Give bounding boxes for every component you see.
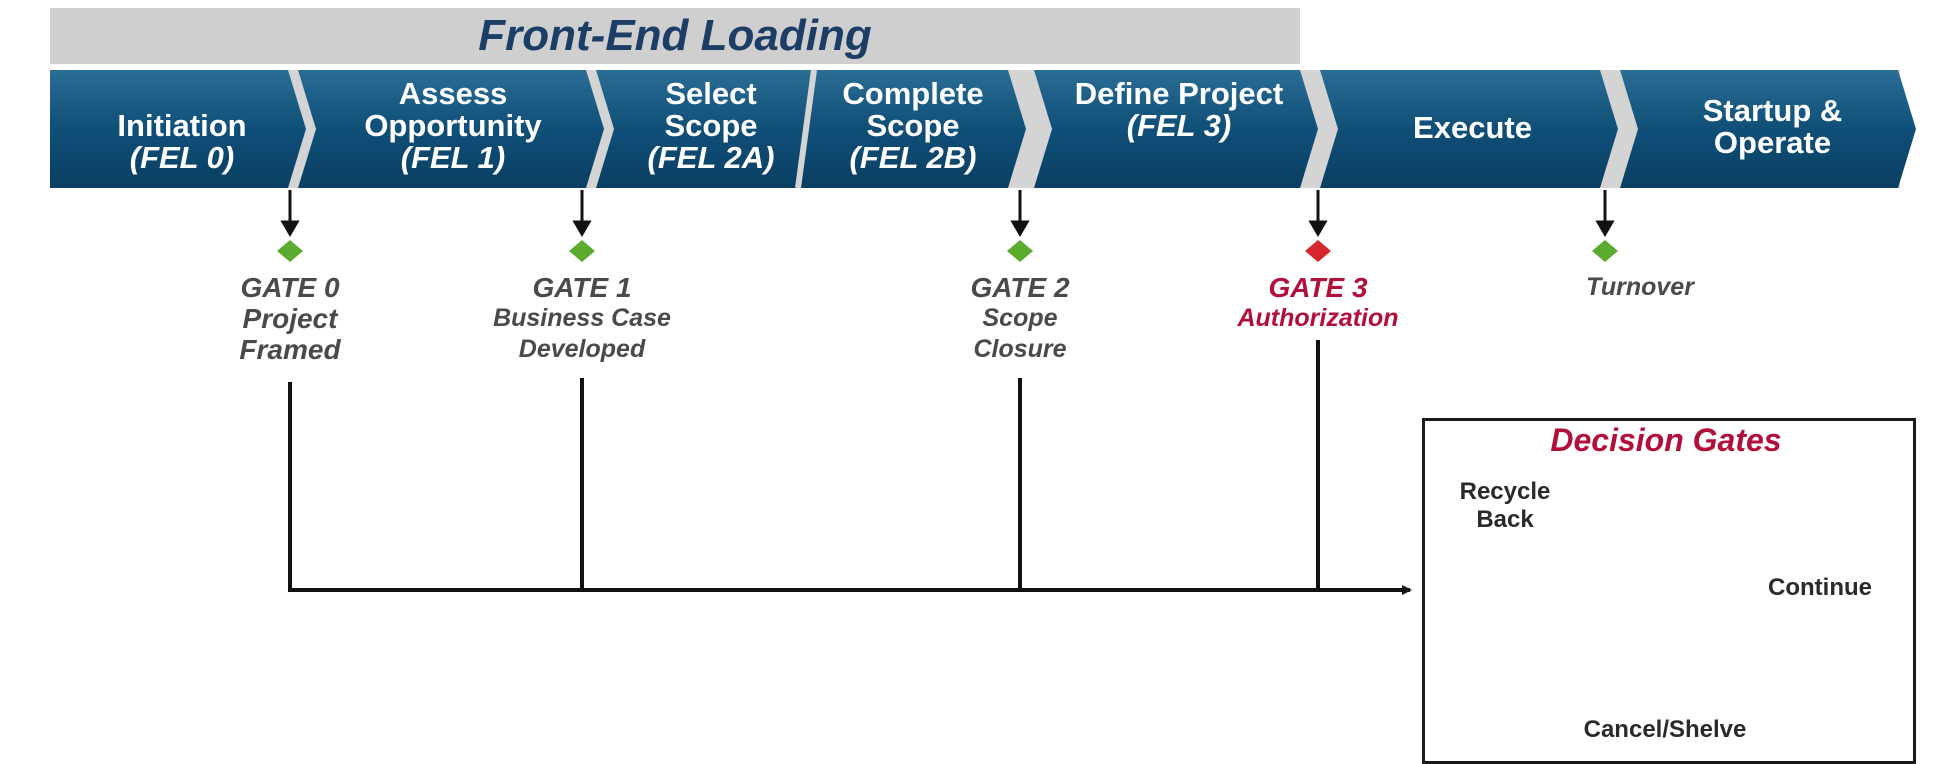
gate-0-label: GATE 0 Project Framed bbox=[215, 272, 365, 365]
cancel-shelve-label: Cancel/Shelve bbox=[1583, 716, 1747, 743]
turnover-title: Turnover bbox=[1586, 273, 1694, 301]
stage-execute: Execute bbox=[1340, 112, 1605, 144]
gate-0-diamond bbox=[277, 240, 303, 262]
stage-define: Define Project (FEL 3) bbox=[1054, 78, 1304, 142]
stage-select-chevron bbox=[596, 70, 820, 188]
gate-3-diamond bbox=[1305, 240, 1331, 262]
fel-diagram: Front-End Loading Initiation (FEL 0) Ass… bbox=[50, 8, 1916, 764]
stage-initiation-chevron bbox=[50, 70, 306, 188]
decision-gates-title: Decision Gates bbox=[1550, 422, 1782, 458]
turnover-diamond bbox=[1592, 240, 1618, 262]
gate-1-label: GATE 1 Business Case Developed bbox=[452, 272, 712, 365]
stage-startup-chevron bbox=[1620, 70, 1916, 188]
continue-label: Continue bbox=[1768, 574, 1872, 601]
front-end-loading-header: Front-End Loading bbox=[50, 8, 1300, 64]
gate-3-label: GATE 3 Authorization bbox=[1237, 272, 1398, 334]
stage-execute-chevron bbox=[1320, 70, 1618, 188]
stage-assess-sub: (FEL 1) bbox=[400, 140, 506, 175]
stage-complete-name: Complete Scope bbox=[842, 76, 984, 143]
stage-complete: Complete Scope (FEL 2B) bbox=[818, 78, 1008, 174]
gate-0-desc: Project Framed bbox=[239, 303, 341, 365]
stage-select: Select Scope (FEL 2A) bbox=[616, 78, 806, 174]
stage-initiation-name: Initiation bbox=[117, 108, 247, 143]
diagram-canvas bbox=[50, 69, 1916, 714]
gate-arrows bbox=[280, 190, 1615, 237]
gate-3-title: GATE 3 bbox=[1268, 272, 1368, 303]
gate-2-title: GATE 2 bbox=[970, 272, 1070, 303]
stage-startup: Startup & Operate bbox=[1640, 95, 1905, 159]
stage-complete-sub: (FEL 2B) bbox=[849, 140, 977, 175]
gate-connectors bbox=[288, 340, 1320, 590]
stage-assess-chevron bbox=[298, 70, 604, 188]
gate-2-desc: Scope Closure bbox=[973, 304, 1067, 363]
gate-1-title: GATE 1 bbox=[532, 272, 632, 303]
gate-3-desc: Authorization bbox=[1237, 304, 1399, 332]
stage-complete-chevron bbox=[796, 70, 1026, 188]
gate-2-label: GATE 2 Scope Closure bbox=[955, 272, 1085, 365]
gate-1-desc: Business Case Developed bbox=[493, 304, 671, 363]
turnover-label: Turnover bbox=[1586, 272, 1694, 303]
stage-define-sub: (FEL 3) bbox=[1126, 108, 1232, 143]
stage-initiation: Initiation (FEL 0) bbox=[72, 110, 292, 174]
decision-gates-box bbox=[1422, 418, 1916, 764]
stage-define-chevron bbox=[1034, 70, 1318, 188]
stage-startup-name: Startup & Operate bbox=[1702, 93, 1843, 160]
gate-2-diamond bbox=[1007, 240, 1033, 262]
gate-0-title: GATE 0 bbox=[240, 272, 340, 303]
stage-define-name: Define Project bbox=[1074, 76, 1284, 111]
stage-select-sub: (FEL 2A) bbox=[647, 140, 775, 175]
stage-assess: Assess Opportunity (FEL 1) bbox=[318, 78, 588, 174]
gate-1-diamond bbox=[569, 240, 595, 262]
stage-assess-name: Assess Opportunity bbox=[364, 76, 542, 143]
select-complete-separator bbox=[795, 69, 817, 189]
stage-execute-name: Execute bbox=[1413, 110, 1532, 145]
stage-initiation-sub: (FEL 0) bbox=[129, 140, 235, 175]
front-end-loading-title: Front-End Loading bbox=[478, 11, 872, 60]
recycle-back-label: Recycle Back bbox=[1459, 478, 1551, 533]
stage-select-name: Select Scope bbox=[664, 76, 758, 143]
